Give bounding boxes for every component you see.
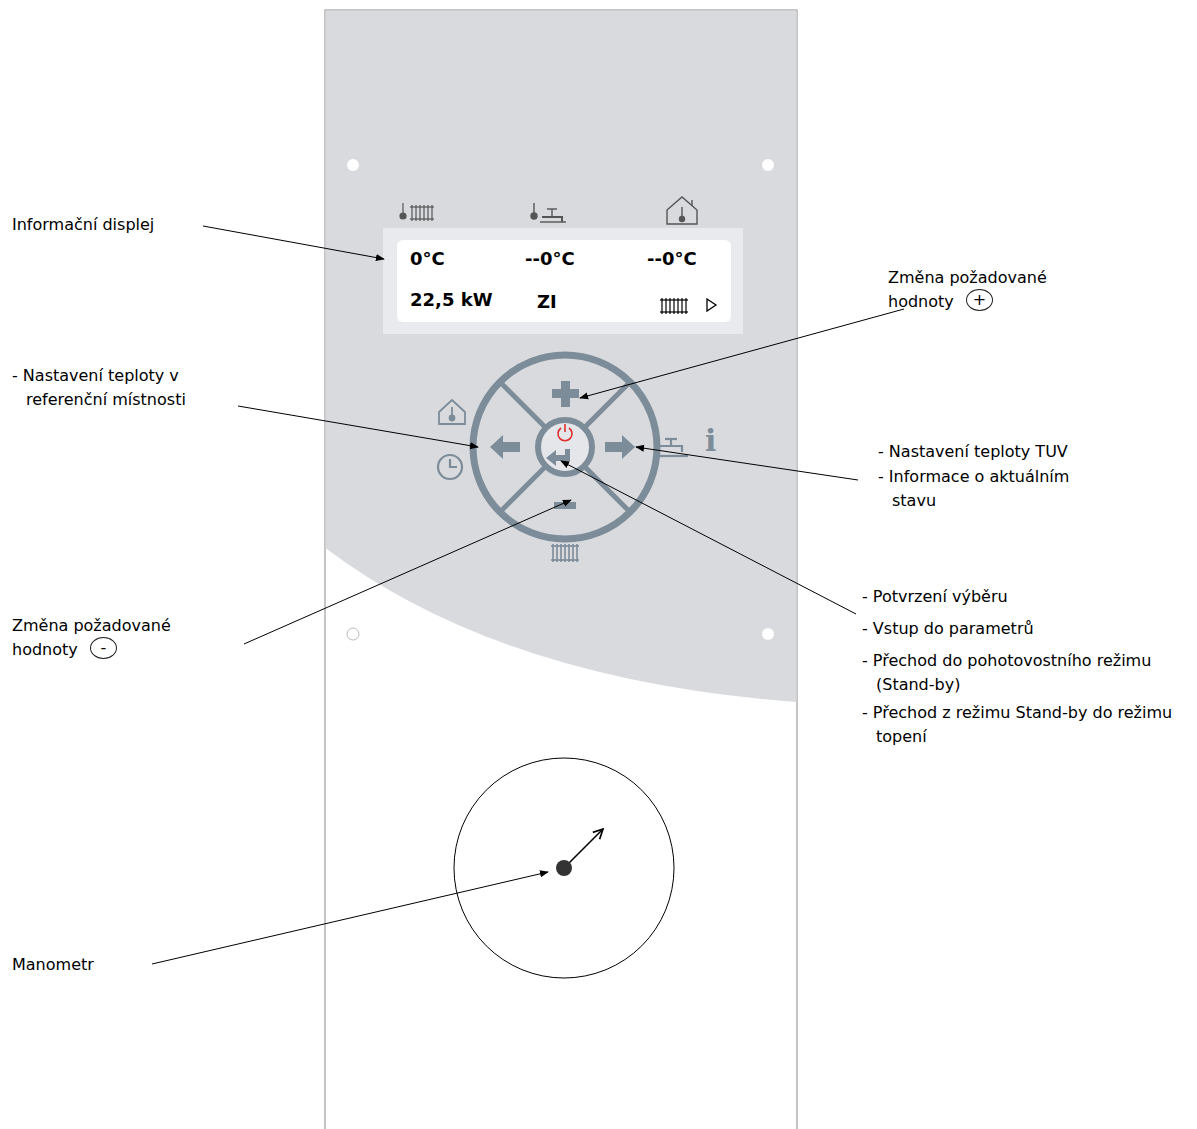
callout-text: - Informace o aktuálním stavu [878,465,1078,513]
callout-text: - Nastavení teploty v referenční místnos… [12,364,257,412]
display-value: --0°C [525,248,575,270]
screw-holes [347,159,774,640]
display-value: 22,5 kW [410,289,493,311]
display-value: ZI [537,291,557,313]
callout-text: - Nastavení teploty TUV [878,440,1178,464]
left-button [490,435,520,459]
info-display: 0°C --0°C --0°C 22,5 kW ZI [397,240,731,322]
callout-text: Změna požadované hodnoty [12,614,190,662]
callout-text: Manometr [12,953,162,977]
callout-text: Informační displej [12,213,232,237]
callout-text: - Potvrzení výběru [862,585,1180,609]
callout-text: Změna požadované hodnoty [888,266,1066,314]
sign-symbol: + [967,290,992,309]
leader-lines [152,226,904,964]
panel-grey-field [326,11,797,703]
radiator-icon [551,544,579,562]
panel-body [325,10,797,1129]
display-frame [383,228,743,334]
control-pad [473,355,657,539]
circled-sign: - [90,637,117,659]
info-letter: i [705,424,729,458]
plus-button [552,381,579,407]
manometer [454,758,674,978]
display-value: 0°C [410,248,445,270]
tap-icon [656,439,688,456]
clock-icon [438,455,462,479]
sign-symbol: - [91,638,116,657]
room-temperature-icon [667,197,697,224]
display-radiator-icon [660,298,688,314]
callout-text: - Přechod z režimu Stand-by do režimu to… [862,701,1180,749]
power-symbol [558,424,572,441]
display-play-mark [707,299,716,311]
hot-water-temperature-icon [531,203,566,222]
heating-temperature-icon [400,203,434,221]
circled-sign: + [966,289,993,311]
callout-text: - Přechod do pohotovostního režimu (Stan… [862,649,1180,697]
display-value: --0°C [647,248,697,270]
callout-text: - Vstup do parametrů [862,617,1180,641]
room-icon [439,400,465,424]
right-button [605,435,635,459]
display-screen [397,240,731,322]
